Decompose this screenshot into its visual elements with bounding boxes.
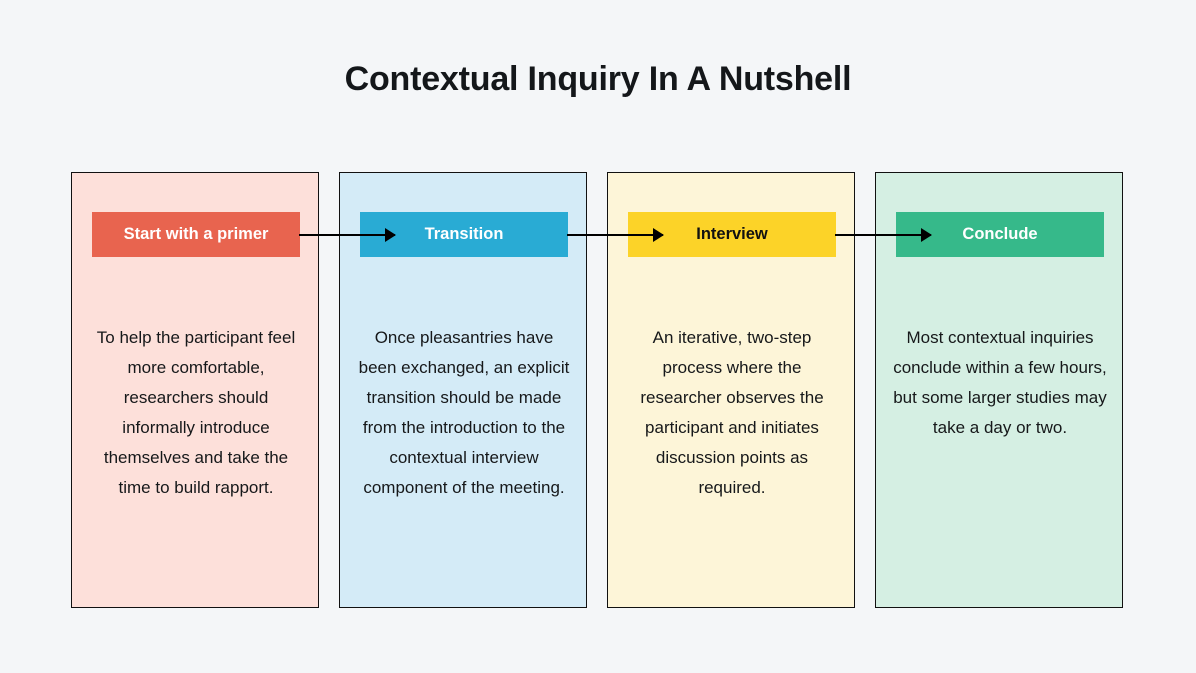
arrow-connector-3-to-4: [835, 228, 932, 242]
page-title: Contextual Inquiry In A Nutshell: [344, 60, 852, 98]
process-flow-diagram: Start with a primer To help the particip…: [71, 172, 1125, 610]
flow-step-body-4: Most contextual inquiries conclude withi…: [893, 328, 1107, 437]
flow-step-body-1: To help the participant feel more comfor…: [96, 328, 296, 497]
arrow-head-icon: [385, 228, 396, 242]
arrow-head-icon: [653, 228, 664, 242]
flow-step-panel-2: Transition Once pleasantries have been e…: [339, 172, 587, 608]
arrow-head-icon: [921, 228, 932, 242]
flow-step-header-1: Start with a primer: [92, 212, 300, 257]
flow-step-panel-3: Interview An iterative, two-step process…: [607, 172, 855, 608]
flow-step-panel-1: Start with a primer To help the particip…: [71, 172, 319, 608]
arrow-connector-1-to-2: [299, 228, 396, 242]
flow-step-body-3: An iterative, two-step process where the…: [640, 328, 824, 497]
flow-step-panel-4: Conclude Most contextual inquiries concl…: [875, 172, 1123, 608]
arrow-connector-2-to-3: [567, 228, 664, 242]
flow-step-body-2: Once pleasantries have been exchanged, a…: [358, 328, 570, 497]
